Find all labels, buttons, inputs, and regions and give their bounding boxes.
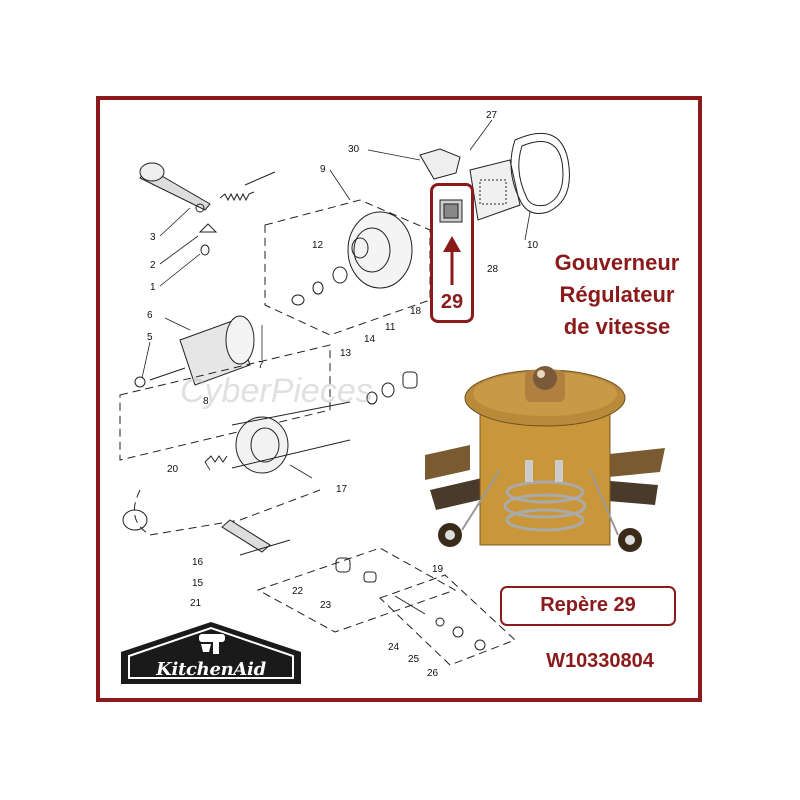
- title-line-1: Gouverneur: [554, 250, 680, 275]
- label-20: 20: [167, 464, 179, 475]
- label-22: 22: [292, 586, 304, 597]
- label-11: 11: [385, 322, 396, 333]
- label-3: 3: [150, 232, 156, 243]
- watermark-text: CyberPieces: [180, 372, 373, 410]
- title-line-2: Régulateur: [559, 282, 675, 307]
- part-12: [332, 266, 348, 284]
- part-2-clip: [198, 223, 218, 233]
- title-line-3: de vitesse: [563, 314, 671, 339]
- part-11: [381, 382, 395, 398]
- label-7: 7: [258, 360, 264, 371]
- label-15: 15: [192, 578, 204, 589]
- label-24: 24: [388, 642, 400, 653]
- part-19: [394, 595, 426, 615]
- label-1: 1: [150, 282, 156, 293]
- label-13: 13: [340, 348, 352, 359]
- label-19: 19: [432, 564, 444, 575]
- callout-arrow: [443, 236, 461, 285]
- part-1-screw: [200, 244, 210, 256]
- callout-box-29: 29: [430, 183, 474, 323]
- part-10-gasket: [510, 132, 570, 214]
- label-21: 21: [190, 598, 202, 609]
- part-28-plate: [469, 159, 521, 221]
- label-25: 25: [408, 654, 420, 665]
- label-18: 18: [410, 306, 422, 317]
- label-26: 26: [427, 668, 439, 679]
- label-2: 2: [150, 260, 156, 271]
- part-17-stator: [231, 401, 351, 474]
- mixer-icon: [199, 634, 225, 654]
- part-16: [221, 519, 271, 553]
- part-number-labels: 3 2 1 9 30 27 10 28 12 6 5 7 8 13 14 11 …: [147, 110, 539, 679]
- label-5: 5: [147, 332, 153, 343]
- label-10: 10: [527, 240, 539, 251]
- label-23: 23: [320, 600, 332, 611]
- part-29-governor-small: [439, 199, 463, 223]
- part-number: W10330804: [546, 650, 654, 672]
- part-20-spring: [204, 455, 228, 463]
- label-17: 17: [336, 484, 348, 495]
- callout-label: 29: [440, 291, 464, 313]
- part-24: [435, 617, 445, 627]
- label-27: 27: [486, 110, 498, 121]
- label-8: 8: [203, 396, 209, 407]
- kitchenaid-logo: KitchenAid: [117, 612, 305, 690]
- part-9-end-cap: [347, 211, 413, 289]
- governor-product-image: [425, 366, 665, 552]
- label-6: 6: [147, 310, 153, 321]
- part-30-bracket: [419, 148, 461, 180]
- part-18: [402, 371, 418, 389]
- part-25: [452, 626, 464, 638]
- part-14: [366, 391, 378, 405]
- part-spring-top: [219, 191, 255, 202]
- part-3-lever: [139, 162, 211, 213]
- part-23: [363, 571, 377, 583]
- label-14: 14: [364, 334, 376, 345]
- label-12: 12: [312, 240, 324, 251]
- label-28: 28: [487, 264, 499, 275]
- logo-text: KitchenAid: [156, 659, 266, 680]
- label-9: 9: [320, 164, 326, 175]
- label-30: 30: [348, 144, 360, 155]
- part-6-armature: [134, 315, 255, 388]
- part-26: [474, 639, 486, 651]
- label-16: 16: [192, 557, 204, 568]
- repere-label: Repère 29: [500, 586, 676, 626]
- motor-housing-outline: [133, 489, 321, 536]
- part-22: [335, 557, 351, 573]
- part-15: [239, 539, 291, 556]
